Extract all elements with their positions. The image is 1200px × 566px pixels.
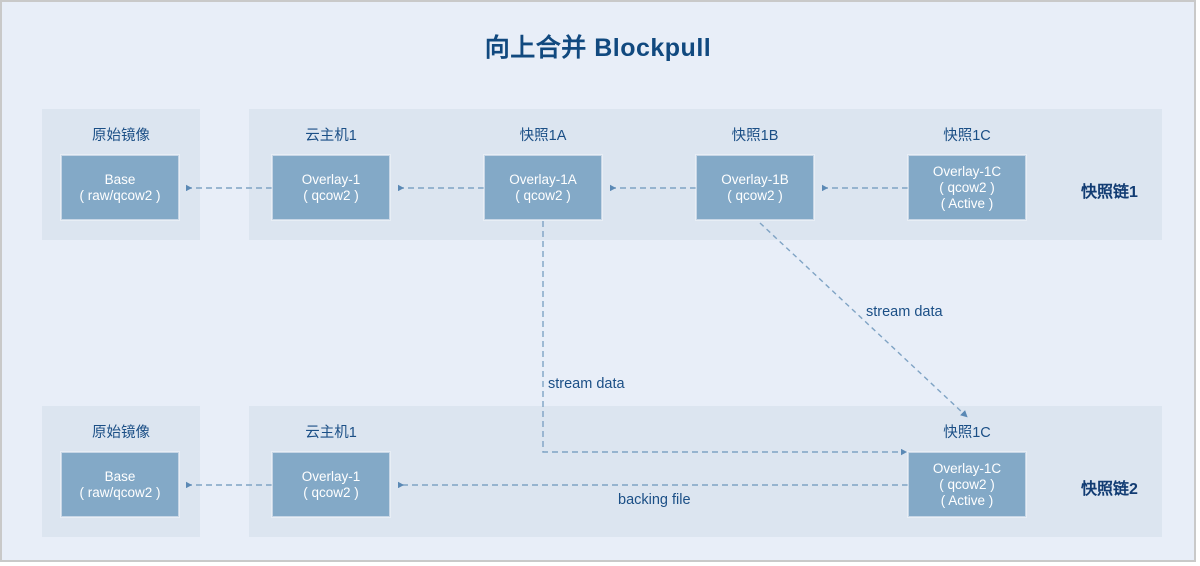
node-line: ( qcow2 ) (303, 484, 359, 500)
node-line: ( qcow2 ) (303, 187, 359, 203)
edge-label-stream-data-diagonal: stream data (866, 304, 943, 320)
chain2-node-overlay-1c[interactable]: Overlay-1C ( qcow2 ) ( Active ) (908, 452, 1026, 517)
chain2-node-base[interactable]: Base ( raw/qcow2 ) (61, 452, 179, 517)
node-line: Base (104, 468, 136, 484)
node-line: Overlay-1A (509, 171, 577, 187)
chain2-label: 快照链2 (1081, 481, 1138, 498)
node-line: Base (104, 171, 136, 187)
node-line: ( Active ) (940, 492, 994, 508)
node-line: Overlay-1 (301, 468, 361, 484)
page-title: 向上合并 Blockpull (484, 34, 712, 62)
chain1-caption-cloud-host: 云主机1 (305, 128, 357, 144)
chain1-label: 快照链1 (1081, 184, 1138, 201)
chain1-node-overlay-1c[interactable]: Overlay-1C ( qcow2 ) ( Active ) (908, 155, 1026, 220)
chain2-node-overlay-1[interactable]: Overlay-1 ( qcow2 ) (272, 452, 390, 517)
edge-label-stream-data-vertical: stream data (548, 376, 625, 392)
node-line: Overlay-1 (301, 171, 361, 187)
node-line: Overlay-1C (932, 163, 1002, 179)
chain2-caption-original-image: 原始镜像 (92, 425, 150, 441)
node-line: ( qcow2 ) (515, 187, 571, 203)
node-line: ( qcow2 ) (939, 476, 995, 492)
chain1-node-base[interactable]: Base ( raw/qcow2 ) (61, 155, 179, 220)
chain2-caption-cloud-host: 云主机1 (305, 425, 357, 441)
chain1-caption-snapshot-1a: 快照1A (519, 128, 567, 144)
node-line: Overlay-1C (932, 460, 1002, 476)
node-line: ( Active ) (940, 195, 994, 211)
edge-label-backing-file: backing file (618, 492, 691, 508)
node-line: ( qcow2 ) (727, 187, 783, 203)
chain1-node-overlay-1a[interactable]: Overlay-1A ( qcow2 ) (484, 155, 602, 220)
chain1-caption-snapshot-1c: 快照1C (943, 128, 991, 144)
node-line: ( qcow2 ) (939, 179, 995, 195)
chain1-node-overlay-1b[interactable]: Overlay-1B ( qcow2 ) (696, 155, 814, 220)
chain1-caption-snapshot-1b: 快照1B (731, 128, 779, 144)
chain2-caption-snapshot-1c: 快照1C (943, 425, 991, 441)
chain1-caption-original-image: 原始镜像 (92, 128, 150, 144)
node-line: ( raw/qcow2 ) (79, 484, 161, 500)
node-line: ( raw/qcow2 ) (79, 187, 161, 203)
node-line: Overlay-1B (721, 171, 789, 187)
chain1-node-overlay-1[interactable]: Overlay-1 ( qcow2 ) (272, 155, 390, 220)
